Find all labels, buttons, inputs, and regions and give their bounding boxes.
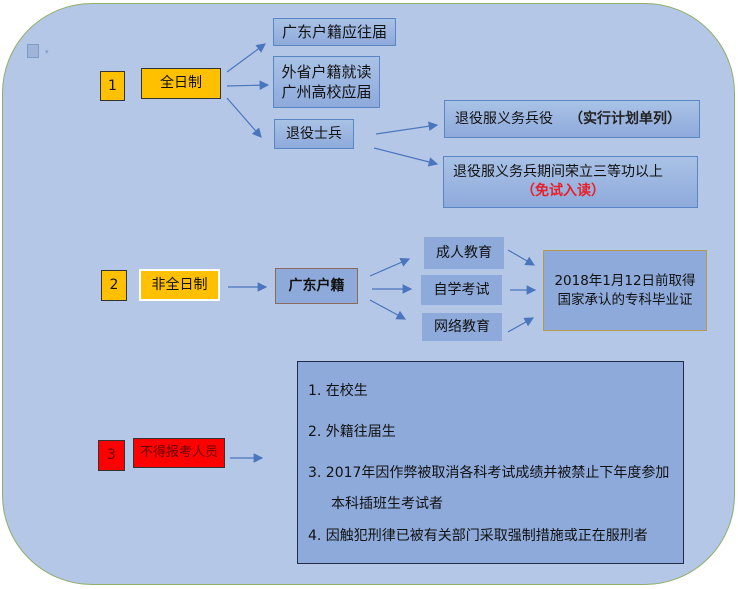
ineligible-item: 1. 在校生 [308, 383, 368, 399]
online-education-box: 网络教育 [422, 313, 502, 341]
merit-veteran-box: 退役服义务兵期间荣立三等功以上 （免试入读） [443, 156, 698, 208]
ineligible-box: 不得报考人员 [133, 438, 225, 468]
veteran-service-box: 退役服义务兵役 （实行计划单列） [444, 100, 700, 138]
adult-education-box: 成人教育 [424, 237, 504, 269]
ineligible-item-continued: 本科插班生考试者 [331, 496, 443, 512]
arrow [226, 43, 266, 73]
arrow [375, 121, 439, 135]
arrow [369, 257, 411, 277]
other-province-line1: 外省户籍就读 [281, 62, 372, 81]
diploma-requirement-box: 2018年1月12日前取得 国家承认的专科毕业证 [543, 250, 707, 331]
exam-exempt-note: （免试入读） [521, 183, 605, 199]
arrow [373, 147, 439, 167]
arrow [507, 317, 535, 333]
guangdong-hukou-box: 广东户籍应往届 [273, 18, 396, 46]
ineligible-item: 2. 外籍往届生 [308, 424, 396, 440]
row3-number: 3 [98, 440, 125, 471]
row1-number: 1 [100, 71, 125, 101]
full-time-box: 全日制 [141, 68, 221, 99]
merit-veteran-text: 退役服义务兵期间荣立三等功以上 [453, 164, 663, 181]
paste-options-icon[interactable] [27, 44, 39, 58]
arrow [226, 80, 270, 91]
arrow [369, 299, 407, 320]
ineligible-item: 4. 因触犯刑律已被有关部门采取强制措施或正在服刑者 [308, 528, 648, 544]
part-time-box: 非全日制 [139, 269, 220, 301]
diploma-line1: 2018年1月12日前取得 [554, 273, 696, 290]
other-province-box: 外省户籍就读 广州高校应届 [273, 56, 380, 108]
diploma-line2: 国家承认的专科毕业证 [557, 291, 693, 308]
veteran-service-text: 退役服义务兵役 [455, 110, 553, 127]
guangdong-hukou-part-time-box: 广东户籍 [275, 268, 358, 304]
arrow [507, 249, 536, 266]
ineligible-list: 1. 在校生 2. 外籍往届生 3. 2017年因作弊被取消各科考试成绩并被禁止… [297, 361, 684, 564]
self-study-exam-box: 自学考试 [421, 275, 502, 305]
arrow [226, 97, 262, 138]
veteran-box: 退役士兵 [274, 119, 354, 149]
dropdown-arrow-icon[interactable]: ▾ [45, 48, 49, 56]
row2-number: 2 [101, 270, 127, 301]
other-province-line2: 广州高校应届 [281, 83, 372, 101]
ineligible-item: 3. 2017年因作弊被取消各科考试成绩并被禁止下年度参加 [308, 465, 670, 481]
separate-plan-note: （实行计划单列） [569, 110, 681, 127]
